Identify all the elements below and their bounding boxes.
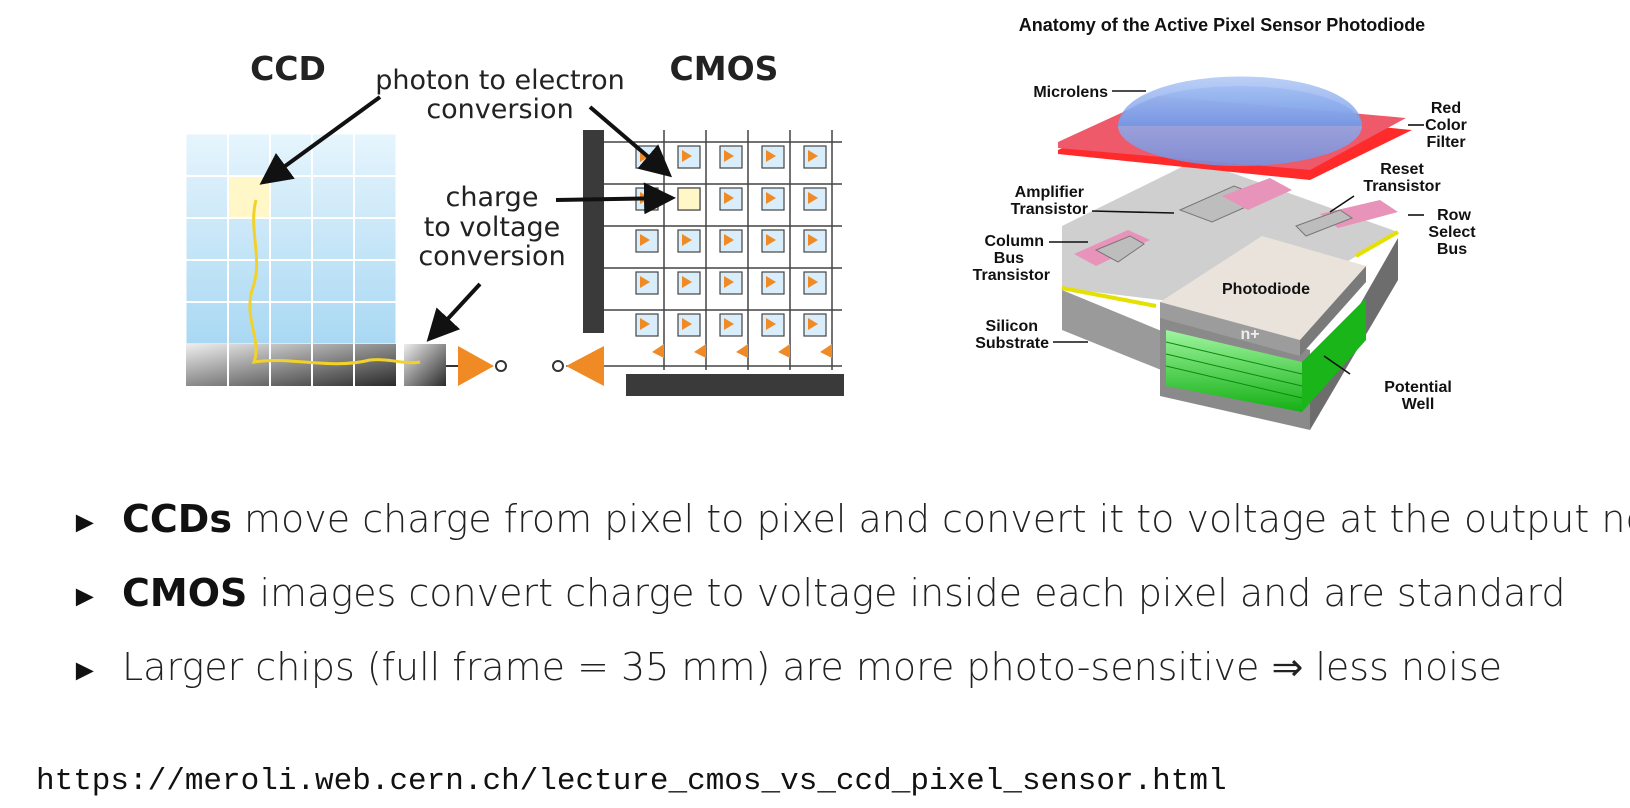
cmos-amplifier bbox=[552, 346, 604, 386]
bullet-chip-size: ► Larger chips (full frame = 35 mm) are m… bbox=[70, 644, 1630, 718]
label-red: Red bbox=[1431, 100, 1461, 117]
label-filter: Filter bbox=[1426, 134, 1465, 151]
label-n-plus: n+ bbox=[1240, 326, 1259, 343]
bullet-ccd: ► CCDs move charge from pixel to pixel an… bbox=[70, 496, 1630, 570]
cmos-pixel-array bbox=[566, 130, 844, 396]
bullet-arrow-icon: ► bbox=[70, 505, 100, 540]
charge-arrow-cmos bbox=[555, 182, 676, 215]
label-row: Row bbox=[1437, 207, 1471, 224]
source-url: https://meroli.web.cern.ch/lecture_cmos_… bbox=[36, 764, 1227, 799]
ccd-output-node bbox=[404, 344, 446, 386]
photon-arrow-cmos bbox=[588, 105, 673, 178]
charge-label-line1: charge bbox=[446, 182, 539, 213]
bullet-arrow-icon: ► bbox=[70, 579, 100, 614]
photon-arrow-ccd bbox=[259, 95, 382, 185]
aps-title: Anatomy of the Active Pixel Sensor Photo… bbox=[1019, 15, 1425, 35]
label-column-transistor: Transistor bbox=[973, 267, 1050, 284]
photon-label-line1: photon to electron bbox=[375, 65, 625, 96]
bullet-text: Larger chips (full frame = 35 mm) are mo… bbox=[122, 645, 1503, 689]
microlens bbox=[1118, 76, 1362, 126]
photon-label-line2: conversion bbox=[426, 94, 573, 125]
label-amplifier: Amplifier bbox=[1015, 184, 1084, 201]
label-well: Well bbox=[1402, 396, 1435, 413]
photodiode-region bbox=[1160, 236, 1366, 340]
ccd-amplifier bbox=[446, 346, 507, 386]
label-photodiode: Photodiode bbox=[1222, 281, 1310, 298]
label-column-bus: Bus bbox=[994, 250, 1024, 267]
label-potential: Potential bbox=[1384, 379, 1452, 396]
label-substrate: Substrate bbox=[975, 335, 1049, 352]
charge-label-line3: conversion bbox=[418, 241, 565, 272]
label-microlens: Microlens bbox=[1033, 84, 1108, 101]
bullet-text: move charge from pixel to pixel and conv… bbox=[231, 497, 1630, 541]
bullet-text: images convert charge to voltage inside … bbox=[247, 571, 1566, 615]
label-color: Color bbox=[1425, 117, 1467, 134]
label-select: Select bbox=[1428, 224, 1476, 241]
bullet-list: ► CCDs move charge from pixel to pixel an… bbox=[70, 496, 1630, 718]
ccd-cmos-diagram: CCD CMOS bbox=[185, 49, 844, 396]
aps-anatomy-diagram: Anatomy of the Active Pixel Sensor Photo… bbox=[973, 15, 1476, 430]
ccd-pixel-grid bbox=[185, 133, 446, 386]
charge-label-line2: to voltage bbox=[424, 212, 561, 243]
bullet-bold: CMOS bbox=[122, 571, 248, 615]
sensor-figures: CCD CMOS bbox=[185, 15, 1476, 430]
label-row-bus: Bus bbox=[1437, 241, 1467, 258]
bullet-arrow-icon: ► bbox=[70, 653, 100, 688]
transistors bbox=[1074, 178, 1398, 266]
bullet-bold: CCDs bbox=[122, 497, 232, 541]
label-silicon: Silicon bbox=[986, 318, 1038, 335]
label-amplifier-transistor: Transistor bbox=[1011, 201, 1088, 218]
label-reset: Reset bbox=[1380, 161, 1424, 178]
cmos-title: CMOS bbox=[670, 49, 779, 88]
label-column: Column bbox=[984, 233, 1044, 250]
ccd-cmos-annotations: photon to electron conversion charge to … bbox=[259, 65, 676, 342]
charge-arrow-ccd bbox=[426, 282, 482, 342]
bullet-cmos: ► CMOS images convert charge to voltage i… bbox=[70, 570, 1630, 644]
ccd-title: CCD bbox=[250, 49, 326, 88]
label-reset-transistor: Transistor bbox=[1363, 178, 1440, 195]
